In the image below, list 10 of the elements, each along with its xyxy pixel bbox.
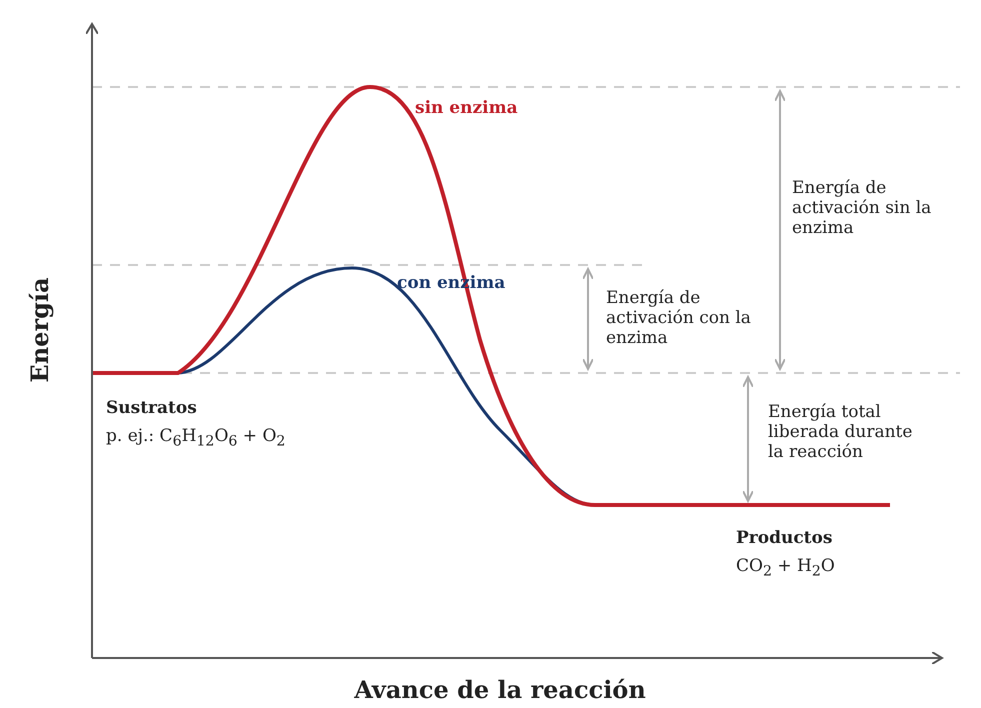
- formula-text: p. ej.: C$_{6}$H$_{12}$O$_{6}$ + O$_{2}$: [106, 426, 286, 452]
- formula-text: CO$_{2}$ + H$_{2}$O: [736, 556, 836, 582]
- curve-label: sin enzima: [415, 98, 519, 118]
- annotation-text: Energía de activación con la enzima: [606, 288, 752, 348]
- annotation-text: Energía total liberada durante la reacción: [768, 402, 914, 462]
- axis-title: Avance de la reacción: [353, 676, 647, 704]
- state-label: Productos: [736, 528, 834, 548]
- axis-title: Energía: [26, 276, 54, 385]
- state-label: Sustratos: [106, 398, 198, 418]
- annotation-text: Energía de activación sin la enzima: [792, 178, 932, 238]
